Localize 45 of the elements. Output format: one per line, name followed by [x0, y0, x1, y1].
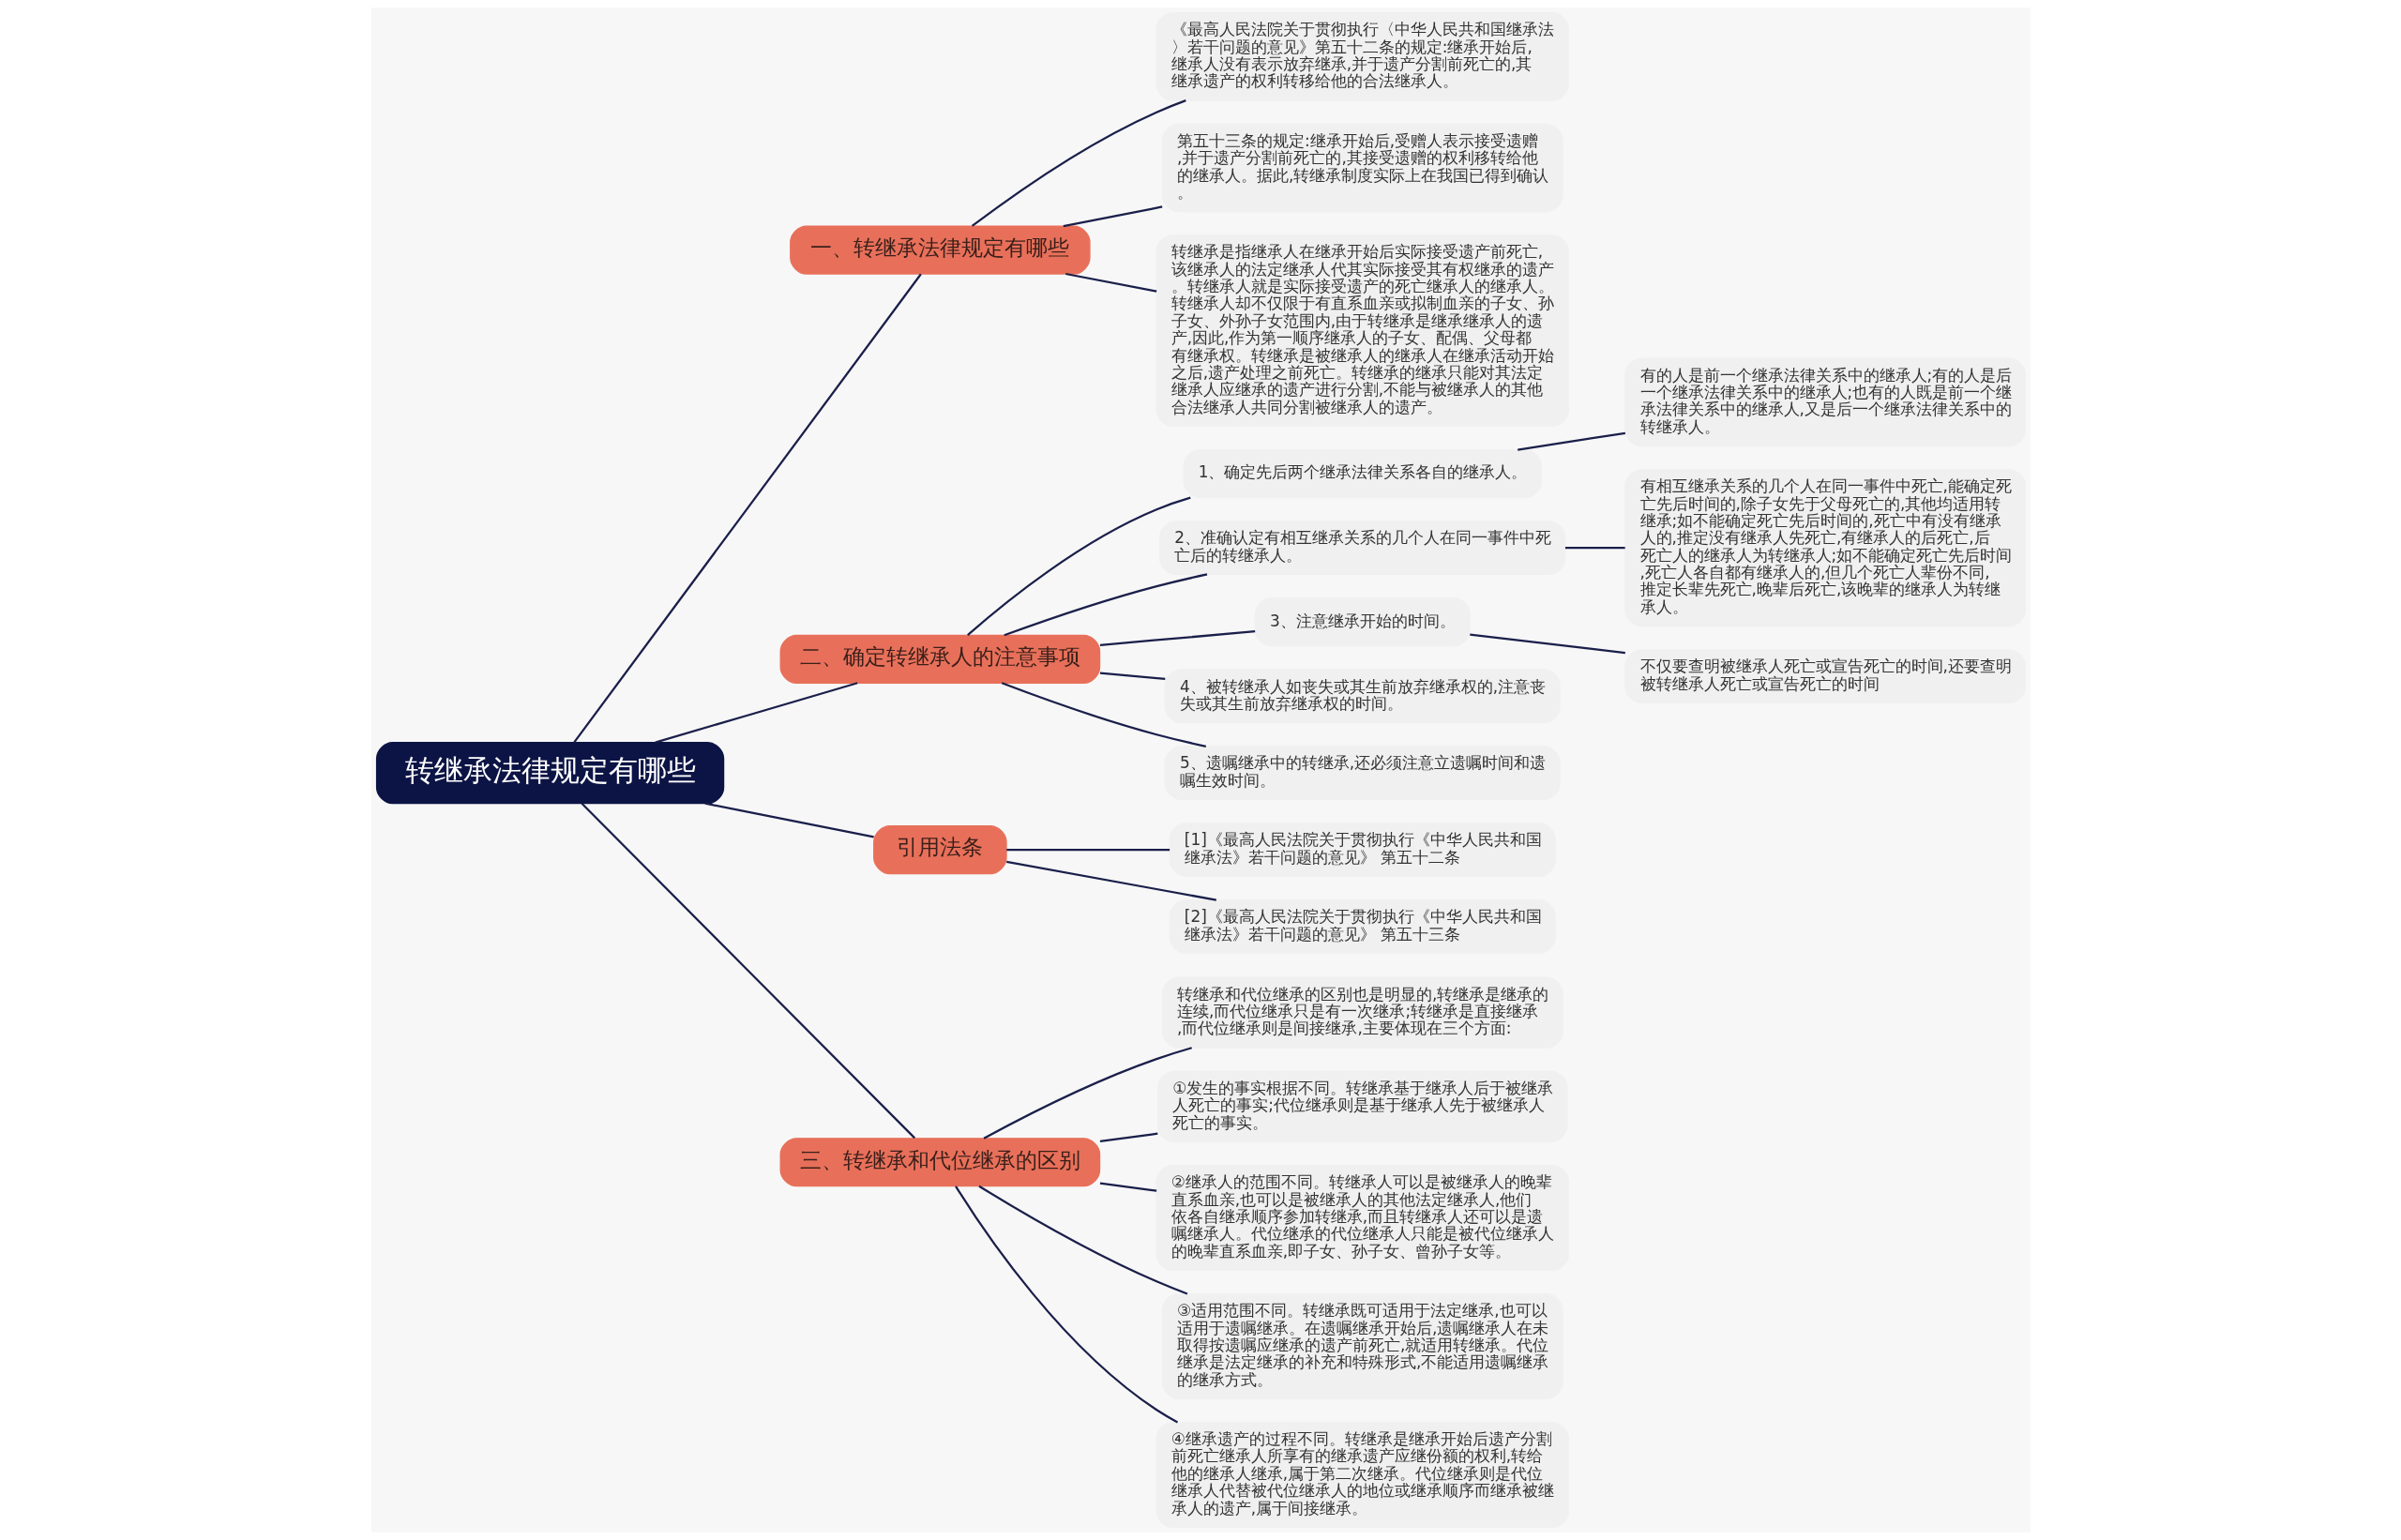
node-box: ③适用范围不同。转继承既可适用于法定继承,也可以适用于遗嘱继承。在遗嘱继承开始后,遗嘱继承人在未取得按遗嘱应继承的遗产前死亡,就适用转继承。代位继承是法定继承的补充和特殊形式,不能适用遗嘱继承的继承方式。 — [1161, 1293, 1563, 1399]
node-box: [1]《最高人民法院关于贯彻执行《中华人民共和国继承法》若干问题的意见》 第五十二条 — [1169, 823, 1556, 877]
connector — [1099, 1182, 1156, 1192]
node-box: 5、遗嘱继承中的转继承,还必须注意立遗嘱时间和遗嘱生效时间。 — [1164, 746, 1561, 801]
node-box: 有的人是前一个继承法律关系中的继承人;有的人是后一个继承法律关系中的继承人;也有的人既是前一个继承法律关系中的继承人,又是后一个继承法律关系中的转继承人。 — [1623, 357, 2026, 447]
connector — [1063, 205, 1162, 228]
connector — [954, 1185, 1178, 1424]
connector — [1564, 547, 1625, 550]
connector — [966, 496, 1191, 636]
connector — [1099, 630, 1255, 646]
connector — [581, 802, 915, 1140]
node-box: ②继承人的范围不同。转继承人可以是被继承人的晚辈直系血亲,也可以是被继承人的其他法定继承人,他们依各自继承顺序参加转继承,而且转继承人还可以是遗嘱继承人。代位继承的代位继承人只能是被代位继承人的晚辈直系血亲,即子女、孙子女、曾孙子女等。 — [1155, 1165, 1569, 1271]
connector — [572, 273, 922, 744]
connector — [654, 682, 858, 744]
connector — [983, 1047, 1192, 1140]
connector — [1003, 573, 1207, 637]
node-box: 1、确定先后两个继承法律关系各自的继承人。 — [1182, 449, 1542, 499]
connector — [704, 802, 874, 838]
node-box: 引用法条 — [872, 824, 1007, 875]
node-box: 3、注意继承开始的时间。 — [1254, 597, 1471, 647]
node-box: 转继承法律规定有哪些 — [375, 742, 724, 805]
node-box: 转继承是指继承人在继承开始后实际接受遗产前死亡,该继承人的法定继承人代其实际接受其有权继承的遗产。转继承人就是实际接受遗产的死亡继承人的继承人。转继承人却不仅限于有直系血亲或拟制血亲的子女、孙子女、外孙子女范围内,由于转继承是继承继承人的遗产,因此,作为第一顺序继承人的子女、配偶、父母都有继承权。转继承是被继承人的继承人在继承活动开始之后,遗产处理之前死亡。转继承的继承只能对其法定继承人应继承的遗产进行分割,不能与被继承人的其他合法继承人共同分割被继承人的遗产。 — [1155, 234, 1569, 427]
node-box: 4、被转继承人如丧失或其生前放弃继承权的,注意丧失或其生前放弃继承权的时间。 — [1164, 669, 1561, 724]
connector — [1005, 848, 1170, 852]
node-box: 二、确定转继承人的注意事项 — [779, 634, 1100, 684]
node-box: 《最高人民法院关于贯彻执行〈中华人民共和国继承法〉若干问题的意见》第五十二条的规定:继承开始后,继承人没有表示放弃继承,并于遗产分割前死亡的,其继承遗产的权利转移给他的合法继承人。 — [1155, 12, 1569, 101]
connector — [1099, 672, 1165, 680]
connector — [1005, 860, 1216, 901]
node-box: 三、转继承和代位继承的区别 — [779, 1138, 1100, 1187]
node-box: 转继承和代位继承的区别也是明显的,转继承是继承的连续,而代位继承只是有一次继承;转继承是直接继承,而代位继承则是间接继承,主要体现在三个方面: — [1161, 976, 1563, 1049]
node-box: [2]《最高人民法院关于贯彻执行《中华人民共和国继承法》若干问题的意见》 第五十三条 — [1169, 899, 1556, 954]
connector — [1065, 272, 1156, 293]
node-box: 一、转继承法律规定有哪些 — [789, 225, 1091, 275]
node-box: 第五十三条的规定:继承开始后,受赠人表示接受遗赠,并于遗产分割前死亡的,其接受遗赠的权利移转给他的继承人。据此,转继承制度实际上在我国已得到确认。 — [1161, 123, 1563, 213]
node-box: ④继承遗产的过程不同。转继承是继承开始后遗产分割前死亡继承人所享有的继承遗产应继份额的权利,转给他的继承人继承,属于第二次继承。代位继承则是代位继承人代替被代位继承人的地位或继承顺序而继承被继承人的遗产,属于间接继承。 — [1155, 1421, 1569, 1528]
connector — [1517, 431, 1625, 451]
connector — [977, 1185, 1187, 1295]
node-box: 不仅要查明被继承人死亡或宣告死亡的时间,还要查明被转继承人死亡或宣告死亡的时间 — [1623, 649, 2026, 704]
connector — [1001, 682, 1206, 747]
node-box: 有相互继承关系的几个人在同一事件中死亡,能确定死亡先后时间的,除子女先于父母死亡的,其他均适用转继承;如不能确定死亡先后时间的,死亡中有没有继承人的,推定没有继承人先死亡,有继承人的后死亡,后死亡人的继承人为转继承人;如不能确定死亡先后时间,死亡人各自都有继承人的,但几个死亡人辈份不同,推定长辈先死亡,晚辈后死亡,该晚辈的继承人为转继承人。 — [1623, 469, 2026, 627]
connector — [1469, 633, 1625, 655]
node-box: 2、准确认定有相互继承关系的几个人在同一事件中死亡后的转继承人。 — [1158, 521, 1565, 576]
node-box: ①发生的事实根据不同。转继承基于继承人后于被继承人死亡的事实;代位继承则是基于继承人先于被继承人死亡的事实。 — [1156, 1070, 1568, 1143]
connector — [971, 99, 1186, 227]
connector — [1099, 1132, 1157, 1142]
